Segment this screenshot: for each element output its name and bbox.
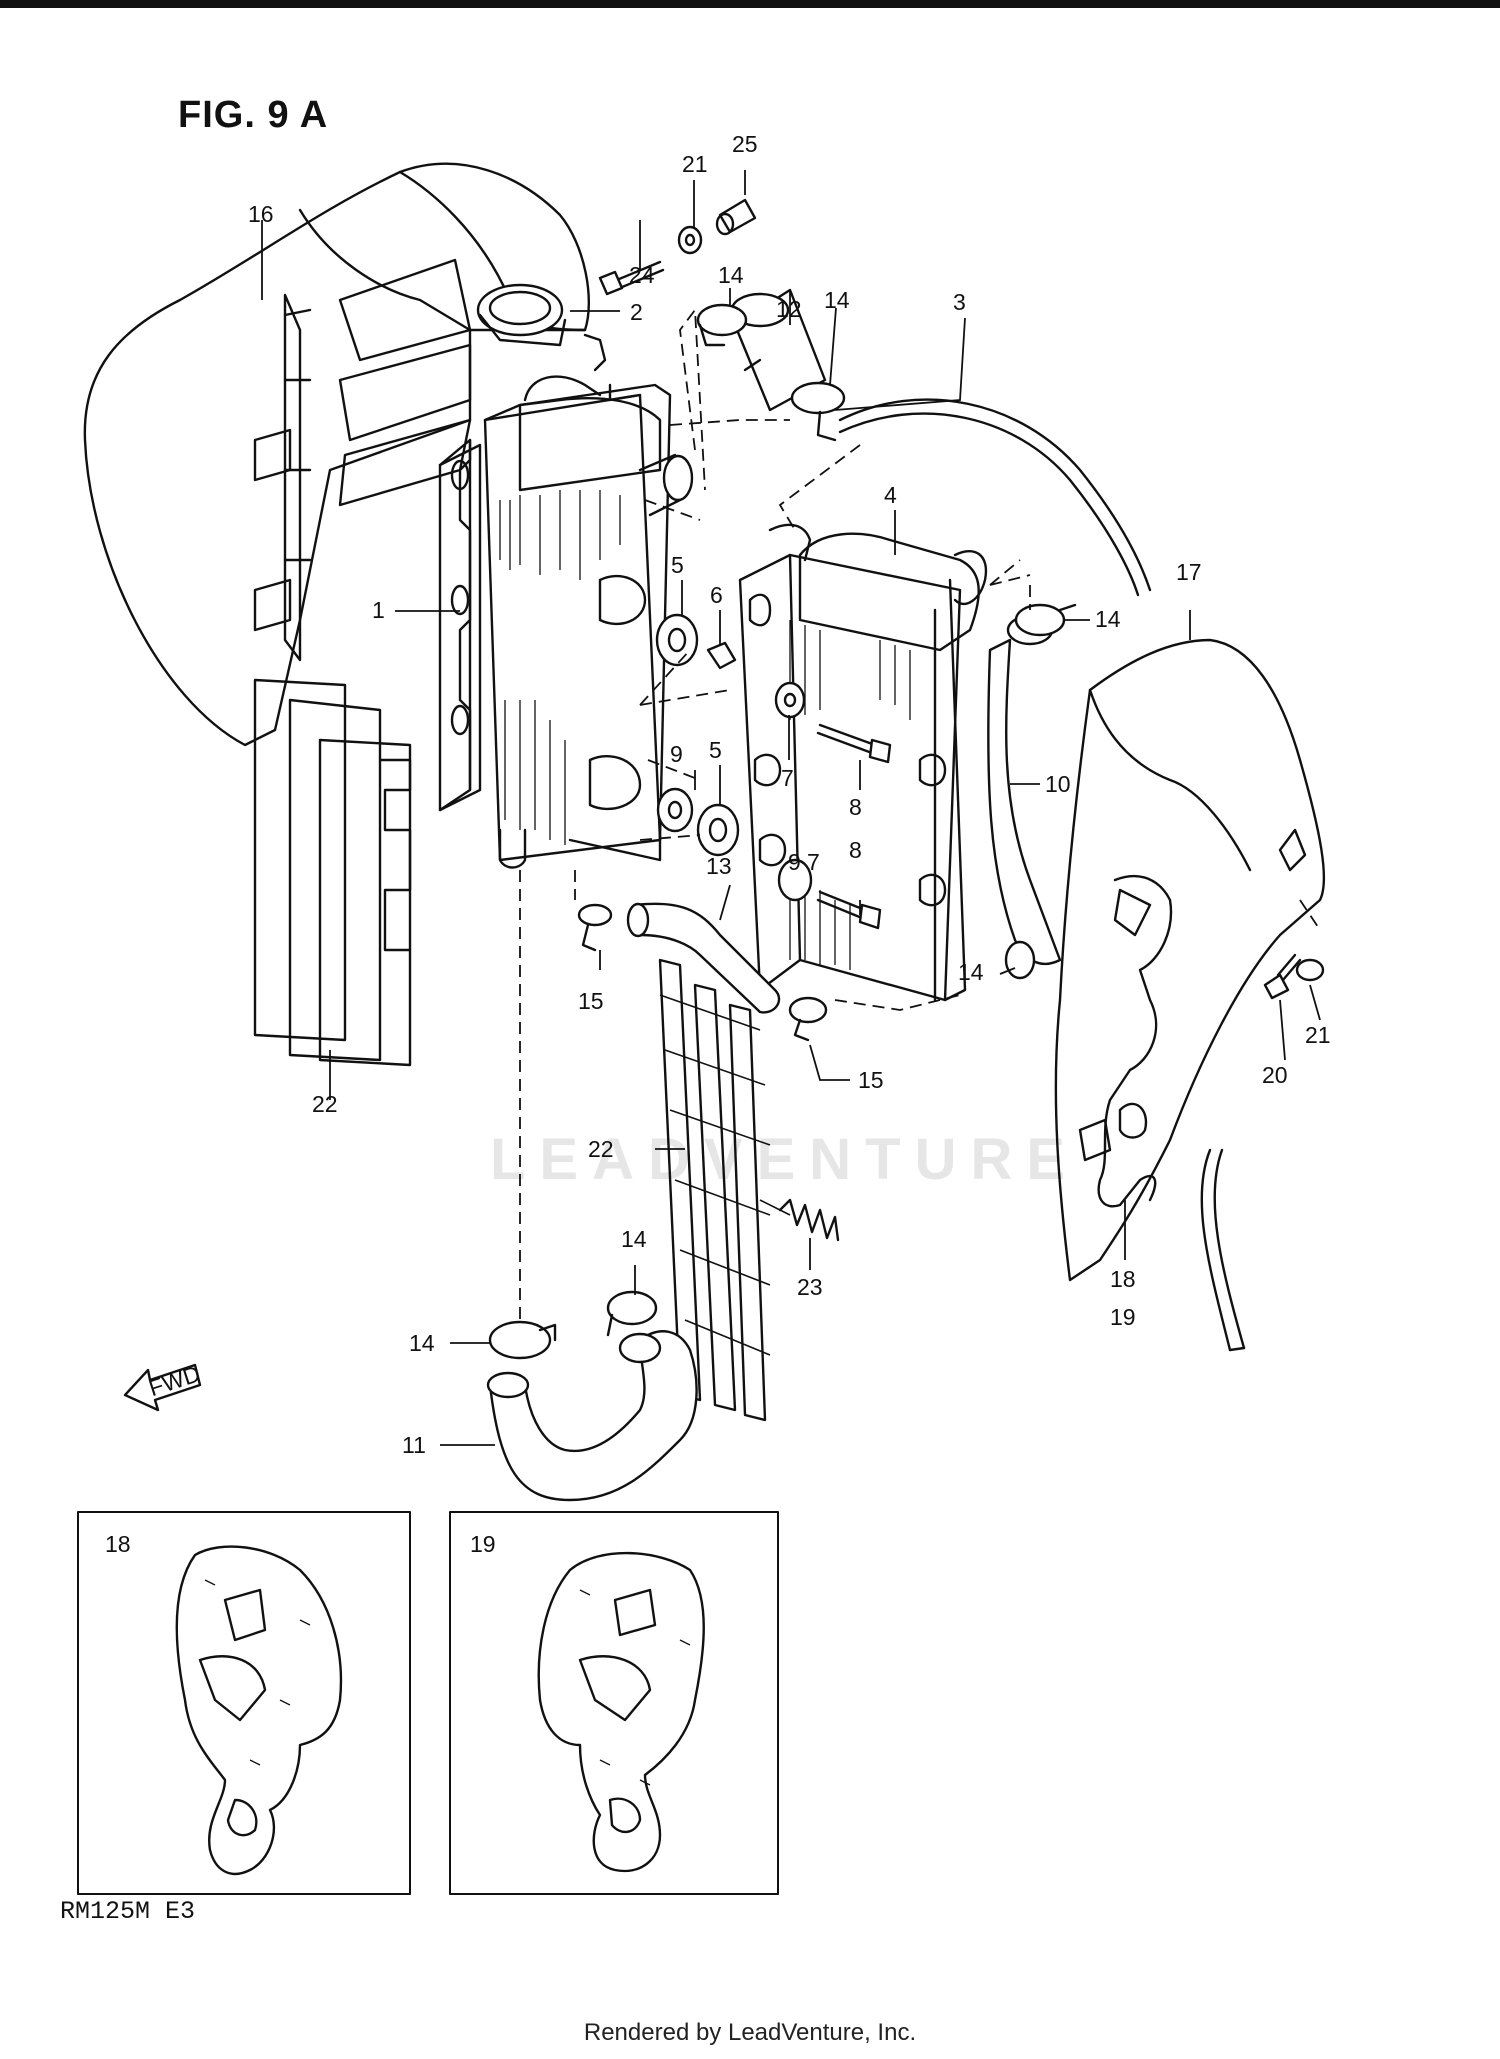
part-8-bolt-a (816, 723, 892, 764)
footer-credit: Rendered by LeadVenture, Inc. (583, 2019, 917, 2046)
part-20-bolt-right (1263, 953, 1302, 1000)
part-14-clamp-b (790, 381, 846, 442)
part-4-radiator-right (738, 523, 988, 1002)
callout-22a: 22 (312, 1091, 338, 1117)
callout-5a: 5 (671, 552, 684, 578)
part-8-bolt-b (816, 890, 882, 930)
callout-24: 24 (629, 262, 655, 288)
callout-17: 17 (1176, 559, 1202, 585)
callout-22b: 22 (588, 1136, 614, 1162)
part-13-hose (626, 902, 781, 1014)
part-3-overflow-hose (838, 398, 1246, 1352)
callout-14c: 14 (1095, 606, 1121, 632)
callout-21b: 21 (1305, 1022, 1331, 1048)
callout-7a: 7 (781, 765, 794, 791)
callout-9b: 9 (788, 849, 801, 875)
part-15-clamp-b (788, 996, 828, 1042)
part-15-clamp-a (577, 903, 613, 952)
inset-19-label: 19 (470, 1531, 496, 1557)
part-21-washer-top (677, 225, 703, 255)
inset-18-label: 18 (105, 1531, 131, 1557)
part-6-collar (706, 641, 737, 670)
callout-1: 1 (372, 597, 385, 623)
callout-20: 20 (1262, 1062, 1288, 1088)
callout-3: 3 (953, 289, 966, 315)
callout-15b: 15 (858, 1067, 884, 1093)
callout-9a: 9 (670, 741, 683, 767)
callout-16: 16 (248, 201, 274, 227)
part-9-grommet-b (777, 858, 813, 902)
part-17-radiator-shroud-right (1054, 638, 1326, 1282)
callout-18a: 18 (1110, 1266, 1136, 1292)
callout-7b: 7 (807, 849, 820, 875)
callout-8a: 8 (849, 794, 862, 820)
part-14-clamp-c (1014, 603, 1077, 637)
callout-19a: 19 (1110, 1304, 1136, 1330)
callout-14d: 14 (958, 959, 984, 985)
part-24-bolt (598, 260, 665, 296)
part-14-clamp-a (696, 303, 748, 347)
part-5-grommet-b (696, 803, 740, 857)
fwd-label: FWD (145, 1360, 203, 1401)
callout-numbers: 16 2 3 4 1 5 6 9 5 7 8 9 7 8 10 24 21 25… (248, 131, 1331, 1458)
part-2-radiator-cap (476, 283, 607, 372)
part-7-washer-a (774, 681, 806, 719)
model-code: RM125M E3 (60, 1897, 196, 1926)
figure-title: FIG. 9 A (178, 94, 329, 136)
callout-8b: 8 (849, 837, 862, 863)
leader-lines (261, 170, 1321, 1446)
part-14-clamp-d (1004, 940, 1036, 980)
callout-12: 12 (776, 296, 802, 322)
callout-15a: 15 (578, 988, 604, 1014)
callout-13: 13 (706, 853, 732, 879)
part-11-lower-hose (486, 1330, 698, 1502)
part-16-radiator-shroud (83, 162, 591, 747)
part-21-washer-right (1295, 958, 1325, 982)
part-23-spring (759, 1198, 840, 1242)
callout-6: 6 (710, 582, 723, 608)
callout-14b: 14 (824, 287, 850, 313)
part-14-clamp-e (488, 1320, 557, 1360)
callout-14f: 14 (409, 1330, 435, 1356)
callout-11: 11 (402, 1432, 426, 1458)
assembly-lines (519, 307, 1321, 1320)
callout-23: 23 (797, 1274, 823, 1300)
part-25-collar (715, 198, 757, 236)
part-9-grommet-a (656, 787, 694, 833)
inset-18: 18 (77, 1511, 411, 1895)
inset-19: 19 (449, 1511, 779, 1895)
callout-14a: 14 (718, 262, 744, 288)
part-1-radiator-left (438, 375, 694, 869)
watermark: LEADVENTURE (490, 1127, 1080, 1192)
part-5-grommet-a (655, 613, 699, 667)
fwd-arrow: FWD (123, 1360, 203, 1412)
part-14-clamp-f (606, 1290, 658, 1337)
callout-10: 10 (1045, 771, 1071, 797)
callout-2: 2 (630, 299, 643, 325)
callout-14e: 14 (621, 1226, 647, 1252)
top-border (0, 0, 1500, 8)
callout-25: 25 (732, 131, 758, 157)
callout-5b: 5 (709, 737, 722, 763)
callout-4: 4 (884, 482, 897, 508)
part-22-louver-center (658, 958, 771, 1422)
part-22-louver-left (253, 678, 412, 1067)
callout-21a: 21 (682, 151, 708, 177)
